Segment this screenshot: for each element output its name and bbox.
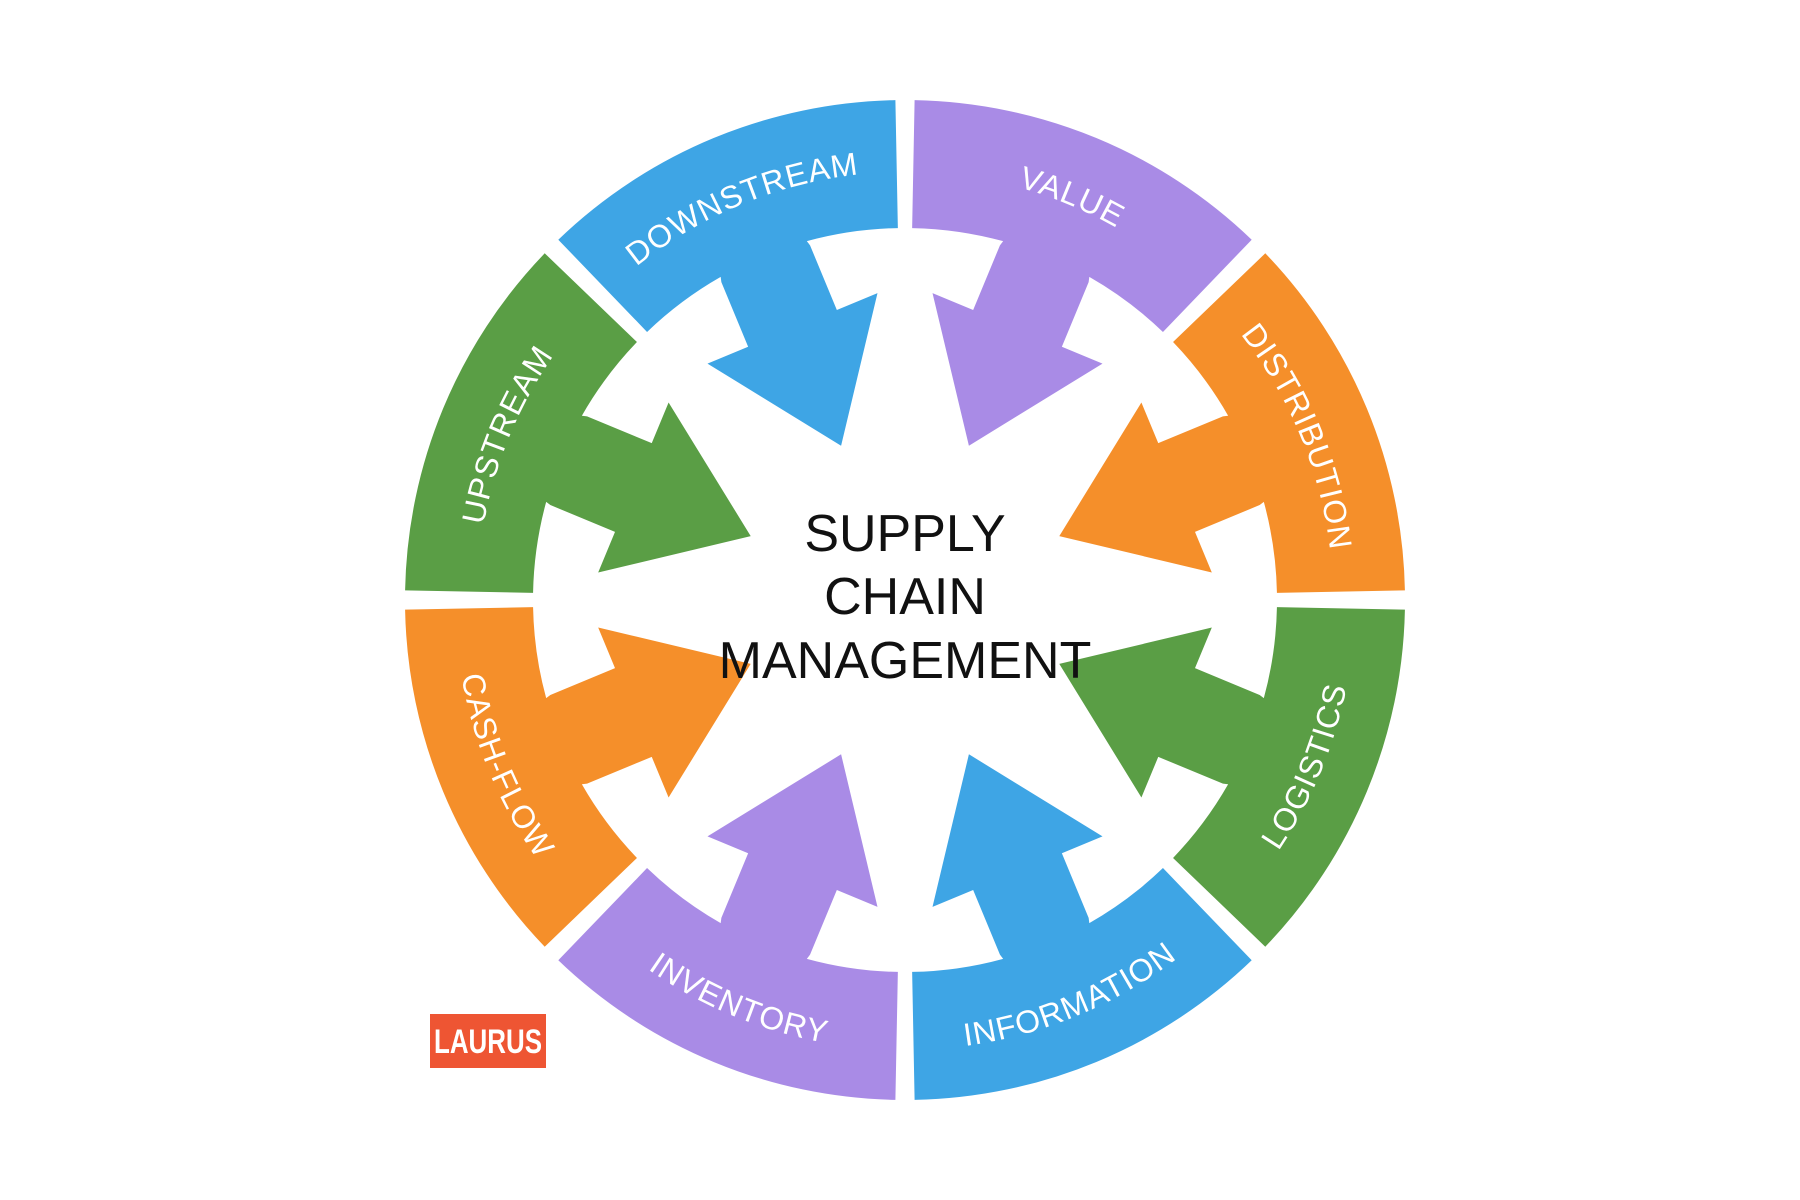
segment-downstream: DOWNSTREAM [558, 100, 898, 446]
segment-shape-distribution [1059, 253, 1405, 593]
segment-value: VALUE [912, 100, 1252, 446]
logo-background [430, 1014, 546, 1068]
segment-inventory: INVENTORY [558, 754, 898, 1100]
segment-distribution: DISTRIBUTION [1059, 253, 1405, 593]
segment-shape-inventory [558, 754, 898, 1100]
segment-shape-cash-flow [405, 607, 751, 947]
logo-text: LAURUS [434, 1023, 542, 1061]
segment-shape-value [912, 100, 1252, 446]
segment-upstream: UPSTREAM [405, 253, 751, 593]
wheel-segments: VALUEDISTRIBUTIONLOGISTICSINFORMATIONINV… [405, 100, 1405, 1100]
segment-information: INFORMATION [912, 754, 1252, 1100]
laurus-logo: LAURUS [430, 1014, 546, 1068]
segment-cash-flow: CASH-FLOW [405, 607, 751, 947]
center-title: SUPPLY CHAIN MANAGEMENT [719, 505, 1092, 690]
center-title-line-1: SUPPLY [804, 505, 1005, 563]
segment-shape-logistics [1059, 607, 1405, 947]
segment-shape-information [912, 754, 1252, 1100]
segment-shape-upstream [405, 253, 751, 593]
center-title-line-3: MANAGEMENT [719, 632, 1092, 690]
center-title-line-2: CHAIN [824, 568, 986, 626]
segment-logistics: LOGISTICS [1059, 607, 1405, 947]
segment-shape-downstream [558, 100, 898, 446]
